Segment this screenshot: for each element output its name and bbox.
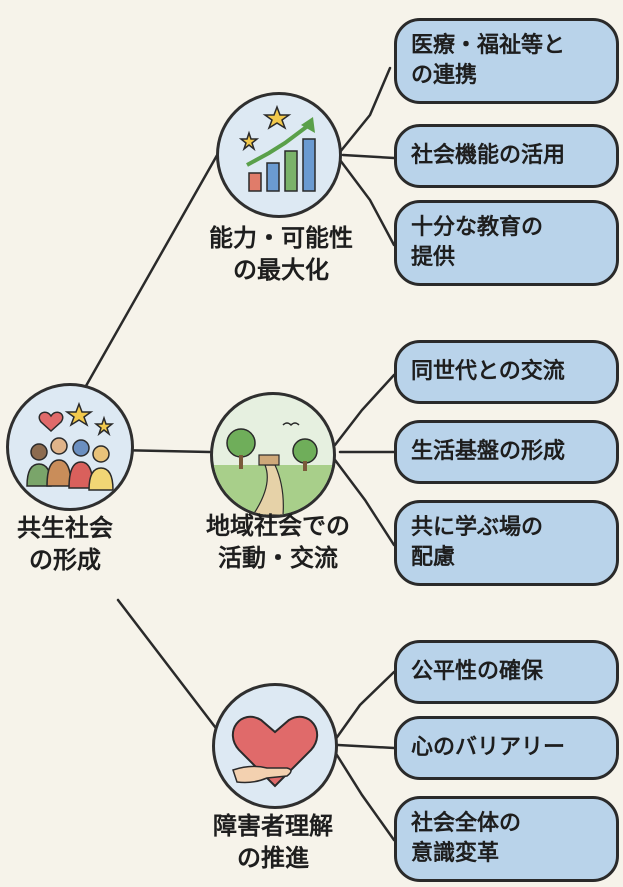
leaf-3-3: 社会全体の 意識変革: [394, 796, 619, 882]
connector-b2-l3: [333, 458, 396, 547]
leaf-label: 生活基盤の形成: [411, 439, 566, 464]
branch-circle-1: [216, 92, 342, 218]
connector-root-branch1: [76, 148, 222, 402]
branch-label-3: 障害者理解 の推進: [213, 812, 333, 872]
leaf-1-1: 医療・福祉等と の連携: [394, 18, 619, 104]
connector-b3-l3: [333, 750, 396, 842]
branch-label-1: 能力・可能性 の最大化: [209, 224, 353, 284]
leaf-3-1: 公平性の確保: [394, 640, 619, 704]
leaf-label: 公平性の確保: [411, 659, 544, 684]
leaf-label: 医療・福祉等と の連携: [411, 33, 566, 88]
leaf-1-2: 社会機能の活用: [394, 124, 619, 188]
leaf-label: 社会機能の活用: [411, 143, 566, 168]
leaf-label: 心のバリアリー: [411, 735, 566, 760]
branch-circle-2: [210, 392, 336, 518]
growth-chart-stars-icon: [238, 104, 316, 192]
connector-b3-l1: [333, 670, 396, 742]
connector-b1-l1: [338, 66, 392, 154]
leaf-3-2: 心のバリアリー: [394, 716, 619, 780]
leaf-1-3: 十分な教育の 提供: [394, 200, 619, 286]
leaf-2-2: 生活基盤の形成: [394, 420, 619, 484]
leaf-2-1: 同世代との交流: [394, 340, 619, 404]
connector-b1-l3: [338, 158, 396, 247]
connector-b1-l2: [341, 153, 396, 160]
leaf-label: 同世代との交流: [411, 359, 565, 384]
root-label: 共生社会 の形成: [17, 514, 113, 574]
branch-circle-3: [212, 683, 338, 809]
branch-label-2: 地域社会での 活動・交流: [206, 512, 350, 572]
leaf-2-3: 共に学ぶ場の 配慮: [394, 500, 619, 586]
heart-hand-icon: [232, 715, 318, 788]
leaf-label: 十分な教育の 提供: [411, 215, 544, 270]
leaf-label: 社会全体の 意識変革: [411, 811, 522, 866]
leaf-label: 共に学ぶ場の 配慮: [411, 515, 544, 570]
connector-root-branch3: [116, 598, 227, 742]
connector-b2-l1: [333, 373, 396, 447]
connector-b3-l2: [336, 743, 396, 750]
park-landscape-icon: [213, 422, 333, 515]
root-circle: [6, 383, 134, 511]
people-hearts-stars-icon: [26, 401, 115, 491]
